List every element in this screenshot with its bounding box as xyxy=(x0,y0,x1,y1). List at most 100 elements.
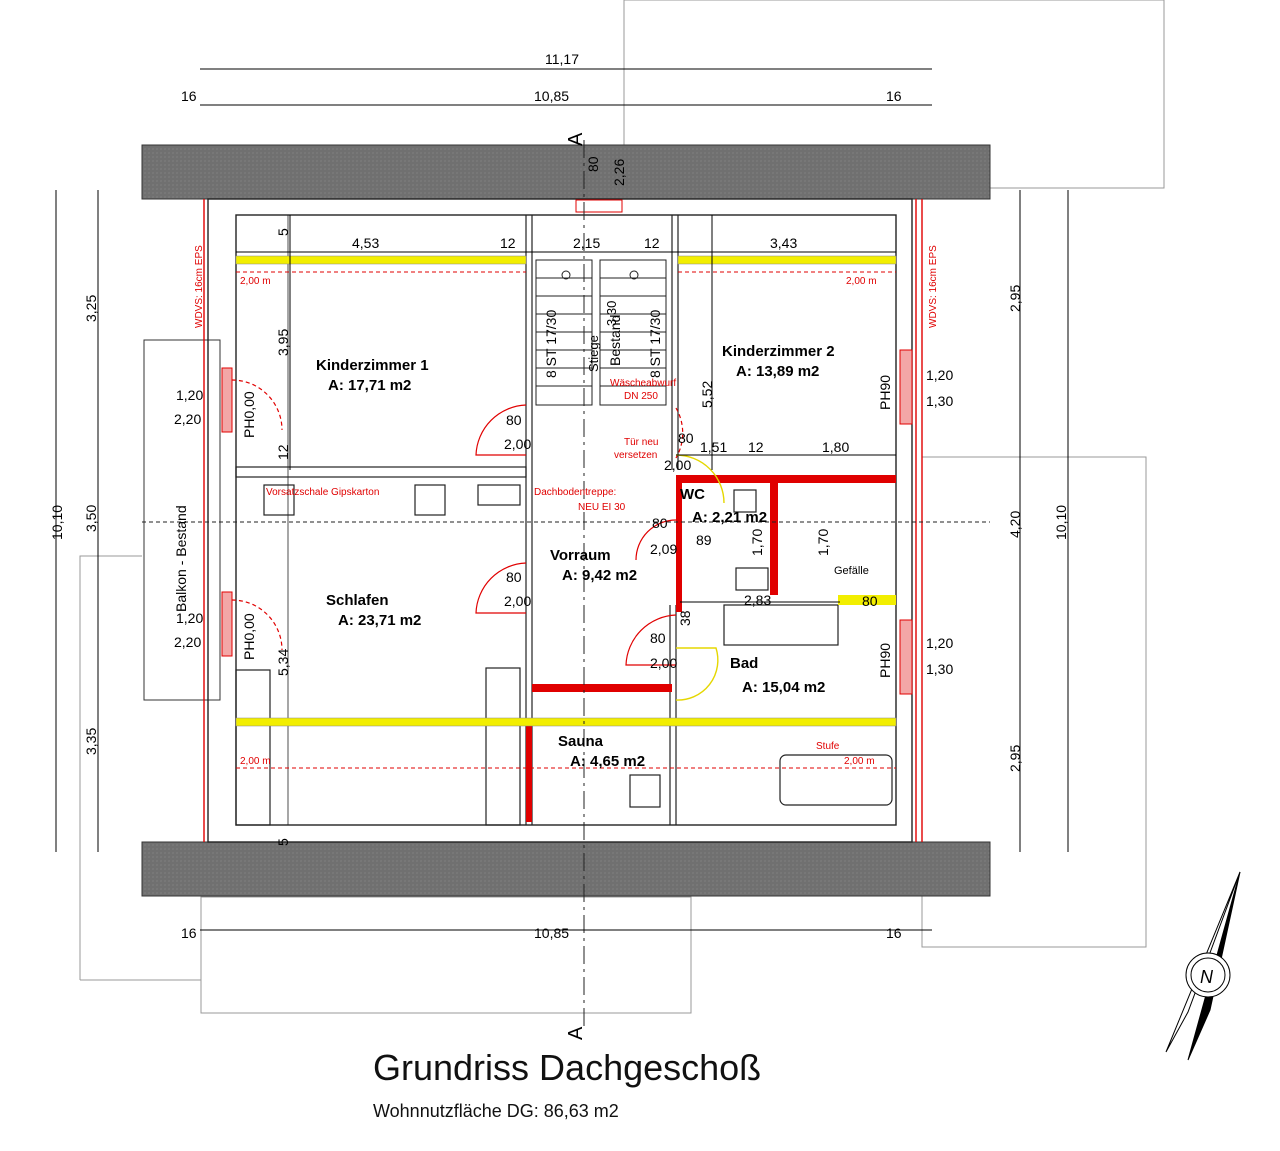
door3-width: 80 xyxy=(650,630,666,646)
dachboden-note-2: NEU EI 30 xyxy=(578,502,626,513)
ph-right-bot: PH90 xyxy=(877,643,893,678)
gefaelle-note: Gefälle xyxy=(834,565,869,577)
stair-labels: 8 ST 17/30 Stiege Bestand 3,30 8 ST 17/3… xyxy=(543,301,663,378)
dim-wc-c: 1,80 xyxy=(822,439,849,455)
dim-right-total: 10,10 xyxy=(1053,505,1069,540)
door4-width: 80 xyxy=(678,430,694,446)
north-arrow xyxy=(1165,871,1241,1061)
dim-left-total: 10,10 xyxy=(49,505,65,540)
section-line xyxy=(142,140,990,1030)
room-bad-area: A: 15,04 m2 xyxy=(742,679,825,696)
dim-inner-top: 10,85 xyxy=(534,88,569,104)
dim-k1-top: 5 xyxy=(275,228,291,236)
win-left-top-a: 1,20 xyxy=(176,387,203,403)
dim-k1-bottom: 12 xyxy=(275,444,291,460)
win-right-top-b: 1,30 xyxy=(926,393,953,409)
door3-height: 2,00 xyxy=(650,655,677,671)
annotations: WDVS: 16cm EPS WDVS: 16cm EPS 2,00 m 2,0… xyxy=(173,132,939,1040)
room-schlafen-name: Schlafen xyxy=(326,592,389,609)
win-right-bot-b: 1,30 xyxy=(926,661,953,677)
stair-mid: Stiege xyxy=(586,335,601,372)
plan-title: Grundriss Dachgeschoß xyxy=(373,1047,761,1088)
room-labels: Kinderzimmer 1 A: 17,71 m2 Kinderzimmer … xyxy=(316,343,835,770)
ph-right-top: PH90 xyxy=(877,375,893,410)
dim-left-c: 3,35 xyxy=(83,728,99,755)
balkon-label: Balkon - Bestand xyxy=(173,505,189,612)
dim-k2-width: 3,43 xyxy=(770,235,797,251)
outer-walls xyxy=(203,198,923,843)
dim-left-a: 3,25 xyxy=(83,295,99,322)
room-bad-name: Bad xyxy=(730,655,758,672)
height-left-bottom: 2,00 m xyxy=(240,756,271,767)
win-left-bot-b: 2,20 xyxy=(174,634,201,650)
roof-band-bottom xyxy=(141,841,991,897)
dim-right-c: 2,95 xyxy=(1007,745,1023,772)
door2-height: 2,00 xyxy=(504,593,531,609)
win-right-top-a: 1,20 xyxy=(926,367,953,383)
ph-left-bot: PH0,00 xyxy=(241,613,257,660)
dimension-lines xyxy=(55,68,1069,931)
height-left-top: 2,00 m xyxy=(240,276,271,287)
room-kinderzimmer-2-name: Kinderzimmer 2 xyxy=(722,343,835,360)
dim-left-b: 3,50 xyxy=(83,505,99,532)
door2-width: 80 xyxy=(506,569,522,585)
dim-inner-bottom: 10,85 xyxy=(534,925,569,941)
dim-side-bl: 16 xyxy=(181,925,197,941)
room-kinderzimmer-1-name: Kinderzimmer 1 xyxy=(316,357,429,374)
room-sauna-name: Sauna xyxy=(558,733,604,750)
new-walls xyxy=(526,475,896,822)
roof-band-top xyxy=(141,144,991,200)
height-right-top: 2,00 m xyxy=(846,276,877,287)
room-wc-area: A: 2,21 m2 xyxy=(692,509,767,526)
dim-stair-width: 2,15 xyxy=(573,235,600,251)
door1-height: 2,00 xyxy=(504,436,531,452)
opening-labels: 1,20 2,20 1,20 2,20 1,20 1,30 1,20 1,30 … xyxy=(174,367,953,678)
waesche-note-2: DN 250 xyxy=(624,391,658,402)
stairs xyxy=(535,199,667,406)
stufe-note: Stufe xyxy=(816,741,840,752)
dim-bad-small: 38 xyxy=(677,610,693,626)
dim-wc-b: 12 xyxy=(748,439,764,455)
height-right-bottom: 2,00 m xyxy=(844,756,875,767)
dim-wc-h2: 1,70 xyxy=(815,529,831,556)
door1-width: 80 xyxy=(506,412,522,428)
dim-stair-wall: 12 xyxy=(644,235,660,251)
win-left-top-b: 2,20 xyxy=(174,411,201,427)
beams xyxy=(235,255,897,769)
waesche-note-1: Wäscheabwurf xyxy=(610,378,676,389)
dim-schlafen-height: 5,34 xyxy=(275,649,291,676)
wdvs-left: WDVS: 16cm EPS xyxy=(194,245,205,328)
windows xyxy=(221,349,913,695)
plan-subtitle: Wohnnutzfläche DG: 86,63 m2 xyxy=(373,1101,619,1121)
dim-k1-wall: 12 xyxy=(500,235,516,251)
dim-side-tl: 16 xyxy=(181,88,197,104)
tuer-note-1: Tür neu xyxy=(624,437,658,448)
stair-330: 3,30 xyxy=(604,301,619,326)
dim-side-tr: 16 xyxy=(886,88,902,104)
doors-yellow xyxy=(675,454,725,701)
wdvs-right: WDVS: 16cm EPS xyxy=(928,245,939,328)
tuer-note-2: versetzen xyxy=(614,450,657,461)
dim-wc-h1: 1,70 xyxy=(749,529,765,556)
dim-overall-top: 11,17 xyxy=(545,51,579,67)
ph-left-top: PH0,00 xyxy=(241,391,257,438)
dimension-texts: 11,17 10,85 16 16 10,85 16 16 4,53 12 2,… xyxy=(49,51,1069,941)
dim-vorraum-depth: 5,52 xyxy=(699,381,715,408)
win-left-bot-a: 1,20 xyxy=(176,610,203,626)
dim-bottom-small: 5 xyxy=(275,838,291,846)
dim-k1-width: 4,53 xyxy=(352,235,379,251)
dim-section-top-b: 2,26 xyxy=(611,159,627,186)
dim-k1-height: 3,95 xyxy=(275,329,291,356)
dim-gefaelle-80: 80 xyxy=(862,593,878,609)
room-kinderzimmer-1-area: A: 17,71 m2 xyxy=(328,377,411,394)
north-label: N xyxy=(1200,967,1214,987)
dachboden-note-1: Dachbodentreppe: xyxy=(534,487,616,498)
dim-wc-89: 89 xyxy=(696,532,712,548)
dim-side-br: 16 xyxy=(886,925,902,941)
door6-width: 80 xyxy=(652,515,668,531)
stair-right: 8 ST 17/30 xyxy=(647,310,663,378)
room-kinderzimmer-2-area: A: 13,89 m2 xyxy=(736,363,819,380)
doors xyxy=(231,379,684,666)
